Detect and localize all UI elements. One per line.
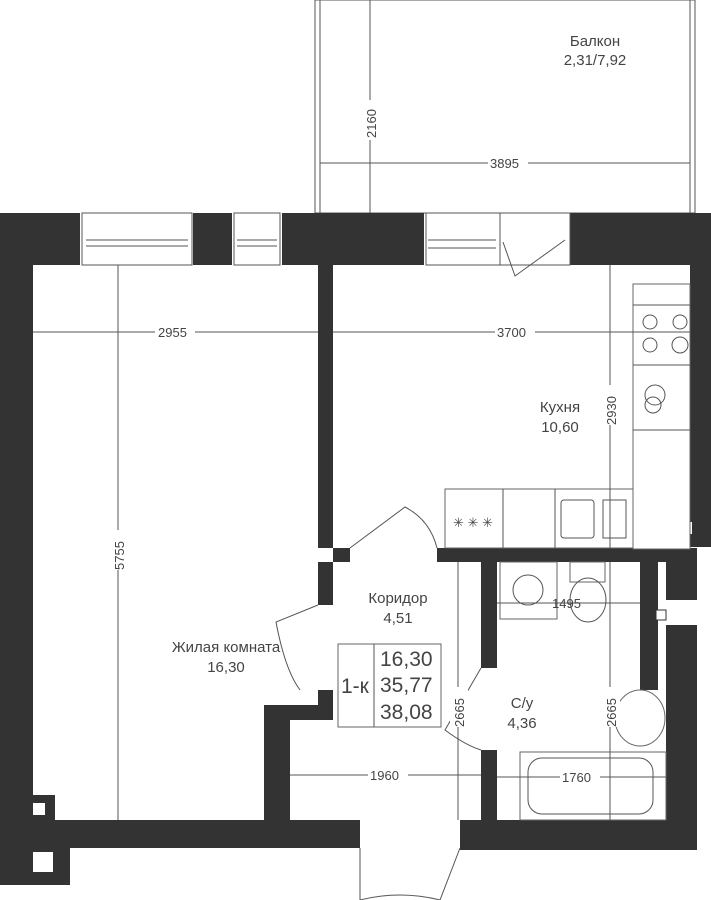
total-area-with-balcony: 38,08	[380, 701, 433, 724]
toilet-icon	[569, 561, 606, 583]
room-labels: Балкон 2,31/7,92 Кухня 10,60 Коридор 4,5…	[172, 33, 626, 732]
dimension-labels: 2160 3895 2955 3700 5755 2930 1495 2665 …	[110, 100, 620, 785]
dim-kitchen-depth: 2930	[604, 396, 619, 425]
dim-balcony-width: 3895	[490, 156, 519, 171]
area-summary-box: 1-к 16,30 35,77 38,08	[337, 643, 442, 728]
kitchen-furniture: ✳ ✳ ✳	[444, 283, 691, 550]
dishwasher-icon	[644, 384, 666, 414]
bathtub-icon	[519, 751, 667, 821]
dim-corridor-width: 1960	[370, 768, 399, 783]
balcony-name: Балкон	[570, 33, 620, 50]
apartment-type: 1-к	[341, 675, 370, 698]
bathroom-area: 4,36	[507, 715, 536, 732]
stove-icon	[642, 314, 689, 354]
dim-bath-depth-right: 2665	[604, 698, 619, 727]
bathroom-fixtures	[499, 561, 667, 821]
dim-bath-width: 1495	[552, 596, 581, 611]
dim-kitchen-width: 3700	[497, 325, 526, 340]
kitchen-area: 10,60	[541, 419, 579, 436]
dim-tub-length: 1760	[562, 770, 591, 785]
sink-icon	[560, 499, 595, 539]
kitchen-name: Кухня	[540, 399, 580, 416]
windows	[81, 212, 571, 277]
bathroom-name: С/у	[511, 695, 534, 712]
total-area: 35,77	[380, 674, 433, 697]
living-area: 16,30	[207, 659, 245, 676]
walls	[0, 213, 711, 885]
living-name: Жилая комната	[172, 639, 281, 656]
corridor-area: 4,51	[383, 610, 412, 627]
oven-icon: ✳ ✳ ✳	[453, 515, 493, 530]
dim-living-width: 2955	[158, 325, 187, 340]
dim-living-length: 5755	[112, 541, 127, 570]
washing-machine-icon	[499, 561, 558, 620]
dim-balcony-depth: 2160	[364, 109, 379, 138]
dim-bath-depth-left: 2665	[452, 698, 467, 727]
washbasin-icon	[614, 689, 666, 747]
living-area-total: 16,30	[380, 648, 433, 671]
corridor-name: Коридор	[368, 590, 427, 607]
balcony-area: 2,31/7,92	[564, 52, 627, 69]
